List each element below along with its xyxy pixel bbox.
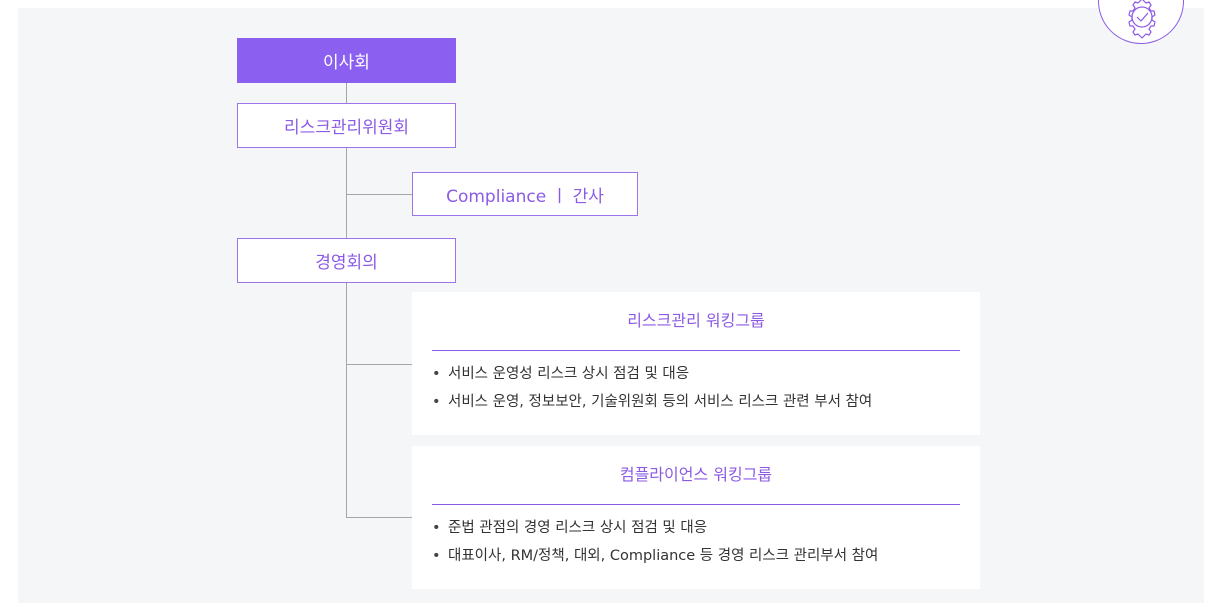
board-box: 이사회 [237,38,456,83]
compliance-working-group-list: •준법 관점의 경영 리스크 상시 점검 및 대응 •대표이사, RM/정책, … [432,514,960,570]
list-item: •준법 관점의 경영 리스크 상시 점검 및 대응 [432,520,708,536]
list-item: •서비스 운영, 정보보안, 기술위원회 등의 서비스 리스크 관련 부서 참여 [432,394,873,410]
compliance-box: Compliance ㅣ 간사 [412,172,638,216]
connector-committee-to-meeting [346,148,347,238]
badge-circle [1098,0,1184,44]
connector-board-to-committee [346,83,347,103]
risk-working-group-list: •서비스 운영성 리스크 상시 점검 및 대응 •서비스 운영, 정보보안, 기… [432,360,960,416]
management-meeting-box: 경영회의 [237,238,456,283]
board-label: 이사회 [323,53,370,73]
list-item: •대표이사, RM/정책, 대외, Compliance 등 경영 리스크 관리… [432,548,879,564]
management-meeting-label: 경영회의 [315,253,378,273]
risk-working-group-title: 리스크관리 워킹그룹 [432,292,960,351]
list-item-text: 준법 관점의 경영 리스크 상시 점검 및 대응 [448,520,708,536]
risk-committee-label: 리스크관리위원회 [283,118,410,138]
connector-to-compliance-wg [346,517,412,518]
compliance-working-group-card: 컴플라이언스 워킹그룹 •준법 관점의 경영 리스크 상시 점검 및 대응 •대… [412,446,980,589]
compliance-working-group-title: 컴플라이언스 워킹그룹 [432,446,960,505]
connector-to-compliance [346,194,412,195]
risk-working-group-card: 리스크관리 워킹그룹 •서비스 운영성 리스크 상시 점검 및 대응 •서비스 … [412,292,980,435]
list-item-text: 서비스 운영, 정보보안, 기술위원회 등의 서비스 리스크 관련 부서 참여 [448,394,873,410]
connector-to-risk-wg [346,364,412,365]
list-item-text: 대표이사, RM/정책, 대외, Compliance 등 경영 리스크 관리부… [448,548,879,564]
compliance-label: Compliance ㅣ 간사 [446,186,604,207]
list-item-text: 서비스 운영성 리스크 상시 점검 및 대응 [448,366,690,382]
list-item: •서비스 운영성 리스크 상시 점검 및 대응 [432,366,690,382]
risk-committee-box: 리스크관리위원회 [237,103,456,148]
connector-meeting-trunk [346,283,347,518]
